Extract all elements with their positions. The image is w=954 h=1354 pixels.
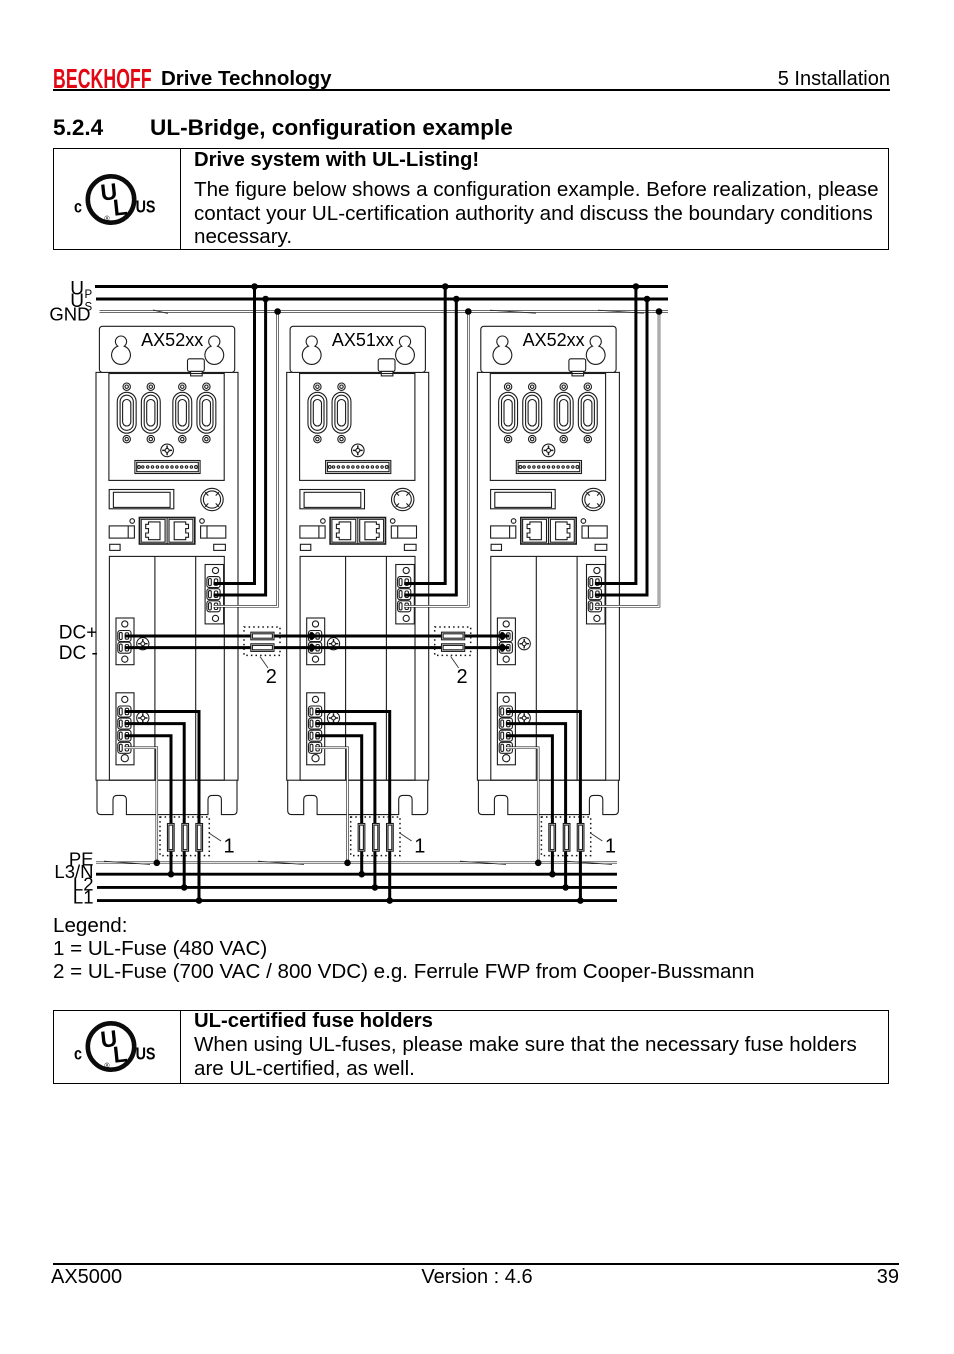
footer-product: AX5000 <box>51 1266 123 1289</box>
legend-title: Legend: <box>53 913 128 937</box>
bottom-bus-group <box>96 860 617 903</box>
ul-mark-registered: ® <box>104 215 110 223</box>
callout-fuse2-b: 2 <box>457 666 468 688</box>
note1-body: The figure below shows a configuration e… <box>194 178 879 248</box>
label-l1: L1 <box>73 887 94 908</box>
note2-body: When using UL-fuses, please make sure th… <box>194 1033 857 1081</box>
footer-rule <box>53 1263 899 1265</box>
ul-mark2-c: c <box>74 1045 82 1064</box>
ul-mark2-registered: ® <box>104 1062 110 1070</box>
module1-label: AX52xx <box>141 330 203 350</box>
label-us: U <box>70 291 84 312</box>
callout-fuse1-m3: 1 <box>605 836 616 858</box>
label-up-sub: P <box>85 289 93 301</box>
label-us-sub: S <box>85 302 93 314</box>
legend: Legend: 1 = UL-Fuse (480 VAC) 2 = UL-Fus… <box>53 914 754 984</box>
section-number: 5.2.4 <box>53 115 104 141</box>
ul-listing-mark: U L ® c US <box>74 173 156 226</box>
ac-fuse-block-3 <box>541 817 602 856</box>
note2-title: UL-certified fuse holders <box>194 1009 433 1032</box>
drive-module-1 <box>96 283 281 904</box>
ul-fuse-mark: U L ® c US <box>74 1020 156 1073</box>
label-dc-minus: DC - <box>59 643 98 664</box>
note-box-divider <box>180 149 182 249</box>
callout-fuse1-m1: 1 <box>224 836 235 858</box>
label-gnd: GND <box>49 303 90 324</box>
module3-label: AX52xx <box>523 330 585 350</box>
ul-mark2-circle <box>85 1020 137 1073</box>
callout-fuse1-m2: 1 <box>414 836 425 858</box>
ul-mark2-l: L <box>112 1040 129 1067</box>
ac-fuse-block-1 <box>160 817 221 856</box>
note1-title: Drive system with UL-Listing! <box>194 149 480 172</box>
ul-mark-l: L <box>112 193 129 220</box>
section-title: UL-Bridge, configuration example <box>150 115 513 141</box>
note-box2-divider <box>180 1010 182 1083</box>
dc-link-junction-dots <box>308 632 506 651</box>
ul-mark2-us: US <box>136 1045 156 1064</box>
ul-mark-circle <box>85 173 137 226</box>
header-chapter: 5 Installation <box>777 67 890 90</box>
footer-version: Version : 4.6 <box>421 1266 533 1289</box>
label-l3n: L3/N <box>54 861 93 882</box>
drive-module-3 <box>477 283 662 904</box>
top-bus-group <box>95 285 668 314</box>
module2-label: AX51xx <box>332 330 394 350</box>
ac-fuse-block-2 <box>351 817 412 856</box>
label-pe: PE <box>69 849 94 870</box>
drive-module-2 <box>287 283 472 904</box>
legend-item-1: 1 = UL-Fuse (480 VAC) <box>53 936 268 960</box>
ul-mark-us: US <box>136 198 156 217</box>
legend-item-2: 2 = UL-Fuse (700 VAC / 800 VDC) e.g. Fer… <box>53 960 755 984</box>
footer-page-number: 39 <box>876 1266 899 1289</box>
callout-fuse2-a: 2 <box>266 666 277 688</box>
header-subtitle: Drive Technology <box>161 67 332 91</box>
label-l2: L2 <box>73 874 94 895</box>
label-up: U <box>70 278 84 299</box>
ul-mark2-u: U <box>99 1025 118 1053</box>
header-rule <box>53 89 890 91</box>
beckhoff-logo: BECKHOFF <box>53 62 152 94</box>
label-dc-plus: DC+ <box>59 623 98 644</box>
note-box-fuse-holders <box>53 1009 889 1084</box>
ul-mark-u: U <box>99 178 118 206</box>
header: BECKHOFF <box>53 63 207 95</box>
ul-mark-c: c <box>74 198 82 217</box>
bus-labels: U P U S GND DC+ DC - PE L3/N L2 L1 <box>49 278 97 907</box>
note-box-ul-listing <box>53 148 889 250</box>
